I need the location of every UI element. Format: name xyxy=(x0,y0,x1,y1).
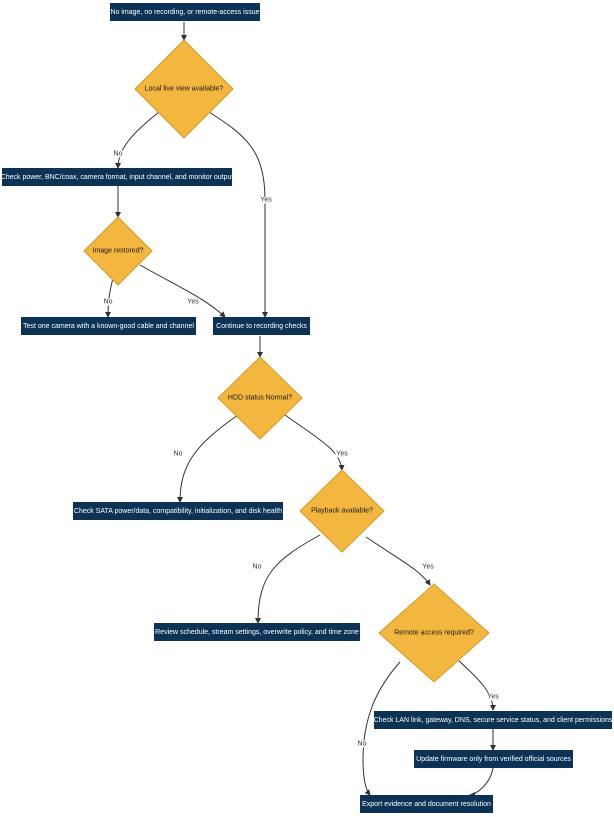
decision-label-playback: Playback available? xyxy=(311,507,373,515)
node-export-evidence: Export evidence and document resolution xyxy=(360,795,493,813)
edge-label-hdd-yes: Yes xyxy=(335,450,349,458)
decision-label-remote-access: Remote access required? xyxy=(394,629,474,637)
decision-remote-access xyxy=(378,583,490,683)
edge-firmware-to-export xyxy=(469,767,494,798)
decision-playback xyxy=(299,469,385,553)
decision-label-hdd-status: HDD status Normal? xyxy=(227,394,293,402)
edge-remote-yes xyxy=(457,659,496,711)
node-test-camera: Test one camera with a known-good cable … xyxy=(21,317,196,335)
edge-label-playback-no: No xyxy=(251,563,263,571)
decision-live-view xyxy=(134,39,234,139)
edge-label-hdd-no: No xyxy=(172,450,184,458)
edge-label-playback-yes: Yes xyxy=(421,563,435,571)
edge-label-remote-yes: Yes xyxy=(486,693,500,701)
edge-restored-no xyxy=(105,277,114,318)
edge-label-live-no: No xyxy=(112,150,124,158)
node-check-lan: Check LAN link, gateway, DNS, secure ser… xyxy=(374,711,612,729)
edge-label-restored-yes: Yes xyxy=(186,298,200,306)
decision-label-live-view: Local live view available? xyxy=(144,85,224,93)
decision-image-restored xyxy=(83,216,153,286)
edge-hdd-yes xyxy=(284,414,345,471)
edge-live-view-yes xyxy=(208,111,268,318)
edge-label-restored-no: No xyxy=(102,298,114,306)
node-recording-checks: Continue to recording checks xyxy=(213,317,310,335)
node-review-schedule: Review schedule, stream settings, overwr… xyxy=(154,623,360,641)
edge-playback-no xyxy=(255,534,321,624)
decision-hdd-status xyxy=(217,356,303,440)
edge-hdd-no xyxy=(177,414,239,503)
node-start: No image, no recording, or remote-access… xyxy=(110,3,260,21)
edge-remote-no xyxy=(362,661,401,796)
node-check-power: Check power, BNC/coax, camera format, in… xyxy=(1,168,233,186)
edge-label-remote-no: No xyxy=(356,740,368,748)
edge-label-live-yes: Yes xyxy=(259,196,273,204)
node-update-firmware: Update firmware only from verified offic… xyxy=(414,750,573,768)
edge-live-view-no xyxy=(115,111,160,169)
edge-restored-yes xyxy=(139,264,226,318)
decision-label-image-restored: Image restored? xyxy=(92,247,144,255)
node-check-sata: Check SATA power/data, compatibility, in… xyxy=(73,502,283,520)
edge-playback-yes xyxy=(365,536,431,586)
